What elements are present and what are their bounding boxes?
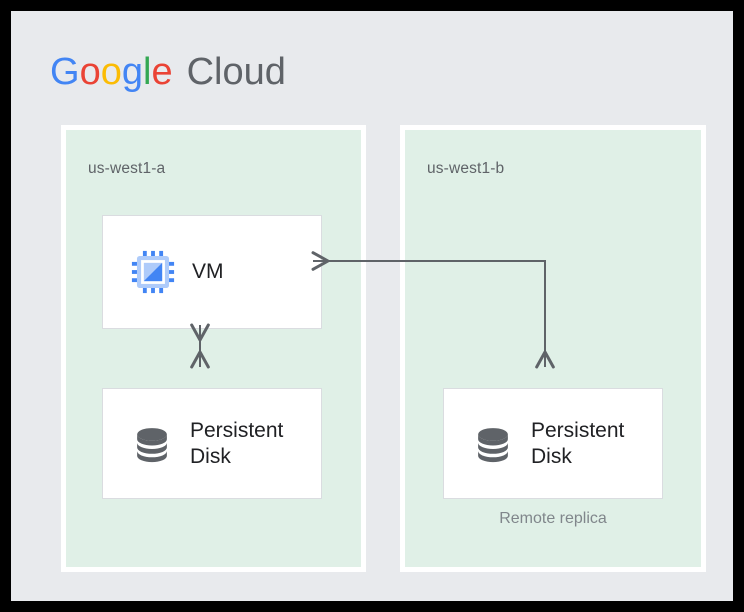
google-cloud-logo: Google Cloud — [50, 49, 286, 95]
remote-replica-caption: Remote replica — [499, 510, 607, 527]
zone-panel-us-west1-a: us-west1-a — [61, 125, 366, 572]
disk-primary-card-content: Persistent Disk — [103, 418, 321, 470]
cloud-wordmark: Cloud — [186, 50, 286, 93]
google-wordmark: Google — [50, 51, 173, 94]
zone-label-us-west1-b: us-west1-b — [427, 160, 505, 177]
logo-letter-e: e — [151, 50, 173, 93]
disk-replica-card-label: Persistent Disk — [531, 418, 625, 468]
resource-card-persistent-disk-replica[interactable]: Persistent Disk — [443, 388, 663, 499]
cpu-chip-icon — [131, 250, 175, 294]
disk-replica-card-content: Persistent Disk — [444, 418, 662, 470]
diagram-canvas: Google Cloud us-west1-a us-west1-b — [11, 11, 733, 601]
zone-panel-us-west1-b: us-west1-b — [400, 125, 706, 572]
resource-card-vm[interactable]: VM — [102, 215, 322, 329]
logo-letter-l: l — [142, 50, 152, 93]
logo-letter-o2: o — [100, 50, 122, 93]
zone-label-us-west1-a: us-west1-a — [88, 160, 166, 177]
disk-primary-card-label: Persistent Disk — [190, 418, 284, 468]
vm-card-content: VM — [103, 250, 321, 294]
resource-card-persistent-disk-primary[interactable]: Persistent Disk — [102, 388, 322, 499]
database-disk-icon — [137, 427, 167, 462]
logo-letter-g1: G — [50, 50, 80, 93]
vm-card-label: VM — [192, 260, 224, 283]
database-disk-icon — [478, 427, 508, 462]
logo-letter-o1: o — [79, 50, 101, 93]
logo-letter-g2: g — [121, 50, 143, 93]
